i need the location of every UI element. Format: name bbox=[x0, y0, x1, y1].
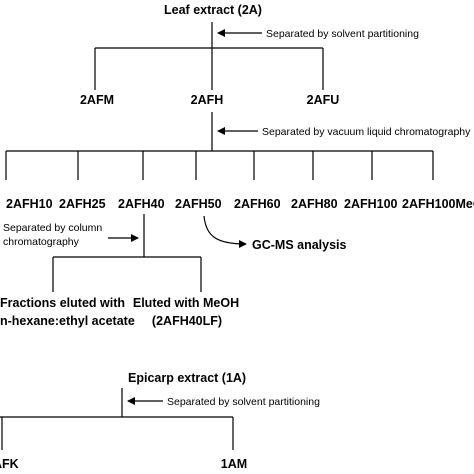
afh-node: 2AFH bbox=[191, 93, 224, 107]
gcms-analysis-node: GC-MS analysis bbox=[252, 238, 347, 252]
column-chromatography-note-line-1: Separated by column bbox=[3, 222, 102, 234]
solvent-partitioning-note-2: Separated by solvent partitioning bbox=[167, 396, 320, 408]
fraction-afh10: 2AFH10 bbox=[6, 197, 53, 211]
fraction-afh100meoh: 2AFH100MeOH bbox=[402, 197, 474, 211]
epicarp-extract-node: Epicarp extract (1A) bbox=[128, 371, 246, 385]
afk-node: 1AFK bbox=[0, 457, 19, 471]
vacuum-liquid-chromatography-note: Separated by vacuum liquid chromatograph… bbox=[262, 126, 471, 138]
fraction-afh60: 2AFH60 bbox=[234, 197, 281, 211]
afm-node: 2AFM bbox=[80, 93, 114, 107]
eluted-fractions-line-2: n-hexane:ethyl acetate bbox=[0, 314, 135, 328]
fraction-afh25: 2AFH25 bbox=[59, 197, 106, 211]
fraction-afh50: 2AFH50 bbox=[175, 197, 222, 211]
eluted-fractions-line-1: Fractions eluted with bbox=[0, 296, 125, 310]
afu-node: 2AFU bbox=[307, 93, 340, 107]
leaf-extract-node: Leaf extract (2A) bbox=[164, 3, 262, 17]
gcms-curved-arrow bbox=[203, 215, 247, 248]
column-chromatography-note-line-2: chromatography bbox=[3, 236, 80, 248]
am-node: 1AM bbox=[221, 457, 247, 471]
eluted-meoh-line-2: (2AFH40LF) bbox=[152, 314, 222, 328]
fraction-afh100: 2AFH100 bbox=[344, 197, 398, 211]
fraction-afh40: 2AFH40 bbox=[118, 197, 165, 211]
fraction-afh80: 2AFH80 bbox=[291, 197, 338, 211]
solvent-partitioning-note-1: Separated by solvent partitioning bbox=[266, 28, 419, 40]
eluted-meoh-line-1: Eluted with MeOH bbox=[133, 296, 239, 310]
